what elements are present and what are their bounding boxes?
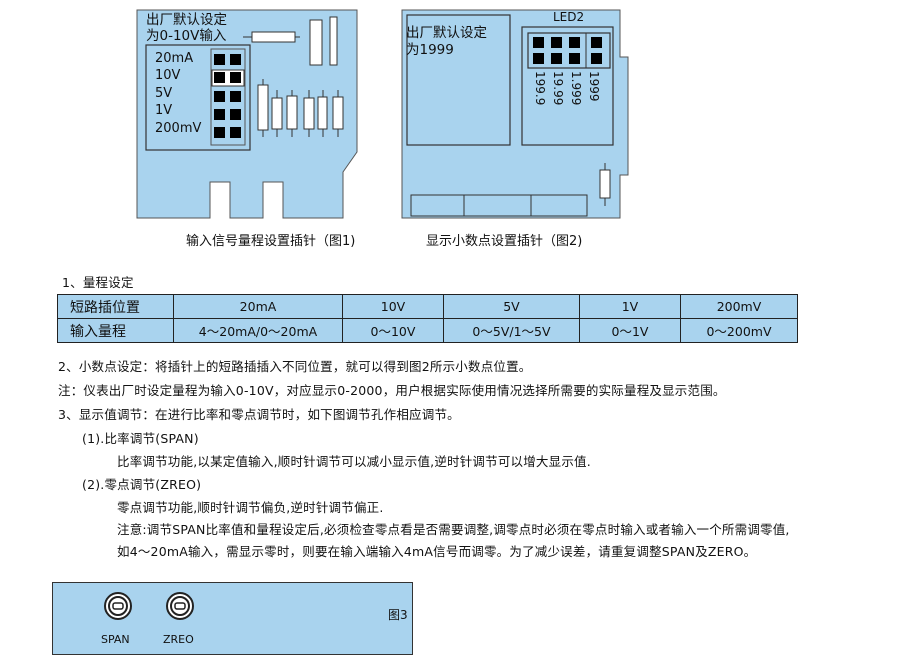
range-label-1v: 1V [155,103,173,118]
table-row-label: 输入量程 [57,318,174,343]
decimal-option-1999: 1999 [587,71,601,102]
zero-label: ZREO [163,633,194,646]
table-cell: 1V [579,294,681,319]
table-cell: 10V [342,294,444,319]
table-cell: 0～1V [579,318,681,343]
span-title: (1).比率调节(SPAN) [82,431,199,446]
table-cell: 0～10V [342,318,444,343]
led2-label: LED2 [553,10,585,24]
attention-line-1: 注意:调节SPAN比率值和量程设定后,必须检查零点看是否需要调整,调零点时必须在… [117,522,790,537]
decimal-option-1-999: 1.999 [569,71,583,106]
table-cell: 200mV [680,294,798,319]
figure-3-panel: SPAN ZREO 图3 [52,582,413,655]
zero-knob-icon [166,592,194,620]
table-cell: 4～20mA/0～20mA [173,318,343,343]
section-2-text: 2、小数点设定：将插针上的短路插插入不同位置，就可以得到图2所示小数点位置。 [58,359,532,374]
figure-1-board: 出厂默认设定 为0-10V输入 20mA 10V 5V 1V 200mV 输入信… [0,0,900,250]
span-label: SPAN [101,633,130,646]
fig1-default-note-line1: 出厂默认设定 [146,12,227,28]
zero-description: 零点调节功能,顺时针调节偏负,逆时针调节偏正. [117,500,384,515]
table-cell: 20mA [173,294,343,319]
table-row: 输入量程 4～20mA/0～20mA 0～10V 0～5V/1～5V 0～1V … [57,318,798,343]
range-label-200mv: 200mV [155,121,202,136]
table-cell: 0～5V/1～5V [443,318,580,343]
decimal-option-19-99: 19.99 [551,71,565,106]
section-3-title: 3、显示值调节：在进行比率和零点调节时，如下图调节孔作相应调节。 [58,407,460,422]
range-table: 短路插位置 20mA 10V 5V 1V 200mV 输入量程 4～20mA/0… [57,294,798,343]
table-cell: 0～200mV [680,318,798,343]
fig3-label: 图3 [388,608,408,622]
table-cell: 5V [443,294,580,319]
figure-1-drawing [136,9,358,219]
decimal-option-199-9: 199.9 [533,71,547,106]
section-1-title: 1、量程设定 [62,275,134,290]
zero-title: (2).零点调节(ZREO) [82,477,202,492]
fig2-default-note-line2: 为1999 [406,42,454,58]
fig2-default-note-line1: 出厂默认设定 [406,25,487,41]
fig2-caption: 显示小数点设置插针（图2) [426,234,583,249]
span-description: 比率调节功能,以某定值输入,顺时针调节可以减小显示值,逆时针调节可以增大显示值. [117,454,591,469]
range-label-20ma: 20mA [155,51,194,66]
range-label-10v: 10V [155,68,181,83]
fig1-caption: 输入信号量程设置插针（图1) [186,234,356,249]
figure-3-drawing [104,592,194,620]
figure-2-drawing [401,9,629,219]
table-row: 短路插位置 20mA 10V 5V 1V 200mV [57,294,798,319]
span-knob-icon [104,592,132,620]
attention-line-2: 如4～20mA输入，需显示零时，则要在输入端输入4mA信号而调零。为了减少误差，… [117,544,757,559]
table-header-label: 短路插位置 [57,294,174,319]
range-label-5v: 5V [155,86,173,101]
fig1-default-note-line2: 为0-10V输入 [146,28,227,44]
figure-2-board: 出厂默认设定 为1999 LED2 199.9 19.99 1.999 1999… [0,0,900,250]
factory-note: 注：仪表出厂时设定量程为输入0-10V，对应显示0-2000，用户根据实际使用情… [58,383,726,398]
